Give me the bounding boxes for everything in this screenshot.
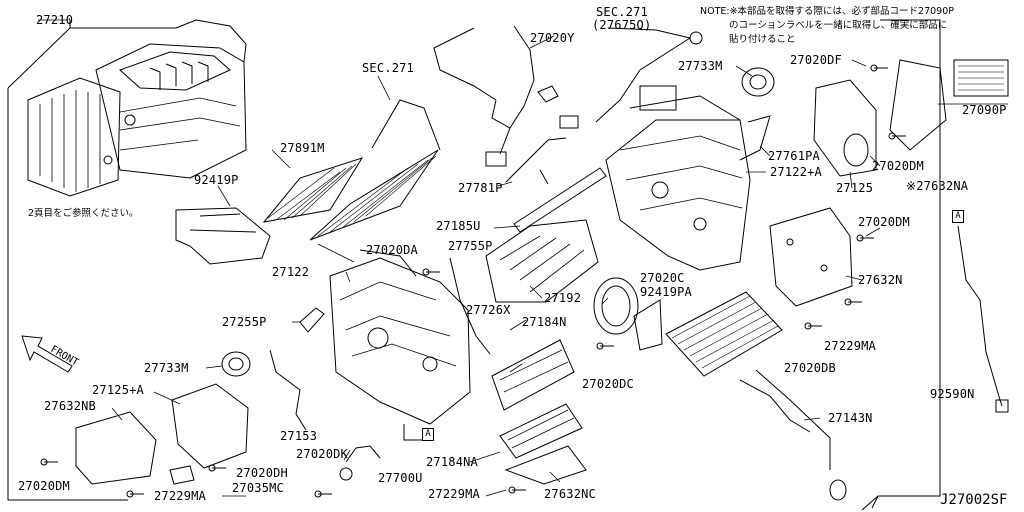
- callout-27229MA-mid: 27229MA: [428, 487, 480, 501]
- filter-27891M: [262, 99, 441, 241]
- assembly-boundary: [7, 27, 176, 89]
- callout-27184NA: 27184NA: [426, 455, 478, 469]
- door-27185U: [513, 167, 607, 233]
- note-line-1: NOTE:※本部品を取得する際には、必ず部品コード27090P: [700, 6, 955, 17]
- callout-27020DA: 27020DA: [366, 243, 418, 257]
- leader-lines: [38, 19, 1008, 497]
- front-arrow: [21, 335, 73, 373]
- motor-27020C: [593, 277, 639, 335]
- callout-27020DC: 27020DC: [582, 377, 634, 391]
- callout-27020Y: 27020Y: [530, 31, 575, 45]
- hose-92590N: [957, 225, 1003, 407]
- duct-27192: [485, 219, 599, 303]
- callout-27125: 27125: [836, 181, 874, 195]
- callout-27020DF: 27020DF: [790, 53, 842, 67]
- callout-92419PA: 92419PA: [640, 285, 692, 299]
- callout-27700U: 27700U: [378, 471, 423, 485]
- pipe-27675Q: [595, 27, 692, 123]
- caution-label-27090P: [953, 59, 1009, 97]
- screws: [40, 64, 906, 498]
- rod-27781P: [505, 137, 567, 185]
- callout-27020DM-mid: 27020DM: [858, 215, 910, 229]
- callout-27632NA: ※27632NA: [906, 179, 969, 193]
- callout-27143N: 27143N: [828, 411, 873, 425]
- case-27122: [329, 249, 471, 441]
- callout-27020DK: 27020DK: [296, 447, 348, 461]
- callout-27726X: 27726X: [466, 303, 511, 317]
- callout-27184N: 27184N: [522, 315, 567, 329]
- harness-27020Y: [433, 25, 535, 155]
- callout-27761PA: 27761PA: [768, 149, 820, 163]
- duct-27184N: [491, 339, 575, 411]
- callout-27090P: 27090P: [962, 103, 1007, 117]
- bracket-27125: [813, 59, 947, 177]
- callout-27185U: 27185U: [436, 219, 481, 233]
- callout-27632N: 27632N: [858, 273, 903, 287]
- view-marker-a-left: A: [422, 428, 434, 441]
- document-id: J27002SF: [940, 492, 1008, 508]
- callout-27781P: 27781P: [458, 181, 503, 195]
- callout-27192: 27192: [544, 291, 582, 305]
- note-line-2: のコーションラベルを一緒に取得し、確実に部品に: [729, 20, 948, 31]
- case-27122A: [605, 85, 751, 271]
- callout-27020DH: 27020DH: [236, 466, 288, 480]
- note-line-3: 貼り付けること: [729, 34, 796, 45]
- callout-27020C: 27020C: [640, 271, 685, 285]
- callout-27153: 27153: [280, 429, 318, 443]
- callout-27020DM-top: 27020DM: [872, 159, 924, 173]
- callout-27755P: 27755P: [448, 239, 493, 253]
- blower-unit-27210: [27, 19, 247, 197]
- bracket-27632N: [769, 207, 853, 307]
- callout-27733M-top: 27733M: [678, 59, 723, 73]
- view-marker-a-right: A: [952, 210, 964, 223]
- callout-27229MA-right: 27229MA: [824, 339, 876, 353]
- callout-27632NB: 27632NB: [44, 399, 96, 413]
- callout-27632NC: 27632NC: [544, 487, 596, 501]
- callout-27891M: 27891M: [280, 141, 325, 155]
- motor-27733M-top: [741, 67, 775, 97]
- heater-core: [665, 291, 847, 501]
- callout-sec271-b: SEC.271: [596, 5, 648, 19]
- callout-sec271-a: SEC.271: [362, 61, 414, 75]
- callout-27229MA-bottom: 27229MA: [154, 489, 206, 503]
- callout-92419P: 92419P: [194, 173, 239, 187]
- callout-27210: 27210: [36, 13, 74, 27]
- bracket-92419P: [175, 207, 271, 265]
- callout-27122A: 27122+A: [770, 165, 822, 179]
- callout-27675Q: (27675Q): [592, 18, 652, 32]
- callout-27020DM-bottom: 27020DM: [18, 479, 70, 493]
- callout-27020DB: 27020DB: [784, 361, 836, 375]
- callout-27125A: 27125+A: [92, 383, 144, 397]
- callout-27255P: 27255P: [222, 315, 267, 329]
- callout-27122: 27122: [272, 265, 310, 279]
- callout-27035MC: 27035MC: [232, 481, 284, 495]
- callout-92590N: 92590N: [930, 387, 975, 401]
- page2-note: 2頁目をご参照ください。: [28, 208, 139, 219]
- callout-27733M-bottom: 27733M: [144, 361, 189, 375]
